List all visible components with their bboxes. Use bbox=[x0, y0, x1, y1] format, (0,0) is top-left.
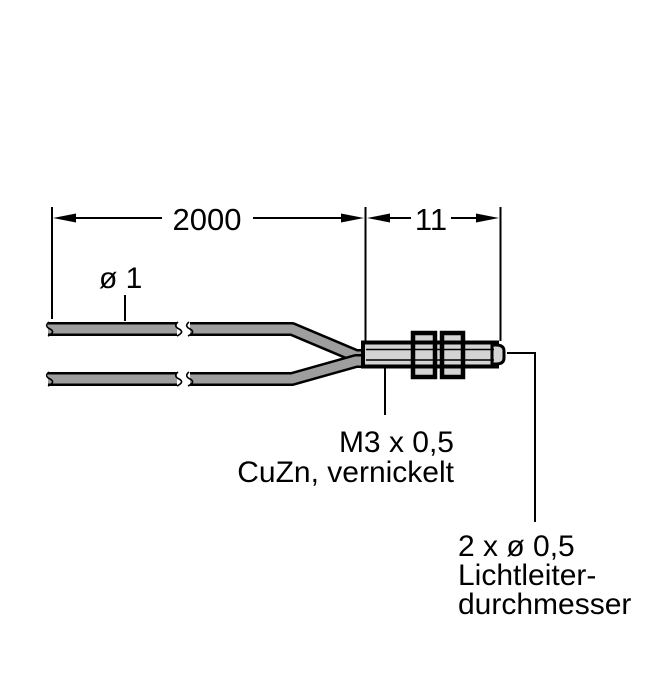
thread-label: M3 x 0,5 bbox=[339, 426, 454, 459]
fiber-cables bbox=[45, 321, 368, 387]
arrowhead-right-icon bbox=[476, 213, 499, 223]
dimension-11-value: 11 bbox=[415, 202, 447, 237]
cable-break-mark bbox=[185, 371, 194, 387]
hex-nut-1 bbox=[410, 330, 438, 380]
sleeve-tip bbox=[490, 343, 506, 366]
arrowhead-right-icon bbox=[341, 213, 364, 223]
fiber-diameter-word1: Lichtleiter- bbox=[458, 559, 596, 592]
material-label: CuZn, vernickelt bbox=[237, 456, 454, 489]
cable-break-mark bbox=[174, 371, 183, 387]
cable-break-mark bbox=[174, 321, 183, 337]
cable-break-mark bbox=[185, 321, 194, 337]
fiber-diameter-word2: durchmesser bbox=[458, 588, 631, 621]
threaded-sleeve bbox=[361, 330, 506, 380]
thread-callout: M3 x 0,5 CuZn, vernickelt bbox=[237, 368, 455, 489]
leader-line-fiber-diameter bbox=[507, 352, 536, 522]
fiber-diameter-label: 2 x ø 0,5 bbox=[458, 530, 575, 563]
hex-nut-2 bbox=[439, 330, 466, 380]
cable-break-mark bbox=[45, 371, 54, 387]
dimension-11: 11 bbox=[364, 202, 502, 341]
dimension-2000-value: 2000 bbox=[173, 202, 242, 237]
cable-diameter-label: ø 1 bbox=[99, 262, 142, 295]
cable-break-mark bbox=[45, 321, 54, 337]
arrowhead-left-icon bbox=[367, 213, 390, 223]
dimension-2000: 2000 bbox=[51, 202, 364, 319]
fiber-diameter-callout: 2 x ø 0,5 Lichtleiter- durchmesser bbox=[458, 352, 631, 621]
cable-diameter-callout: ø 1 bbox=[99, 262, 142, 321]
arrowhead-left-icon bbox=[53, 213, 76, 223]
